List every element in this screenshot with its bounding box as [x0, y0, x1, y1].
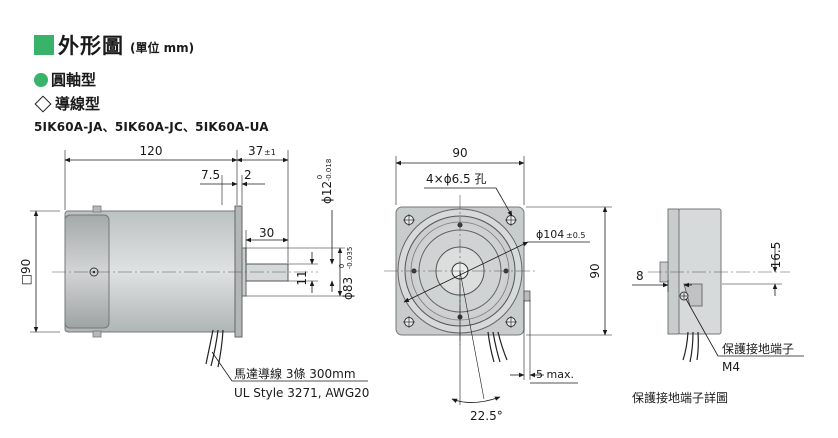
- front-view: [384, 156, 612, 405]
- dim-shaft-tol-lower: -0.018: [325, 159, 333, 182]
- shaft-type-heading: 圓軸型: [34, 69, 96, 90]
- dim-5-max: 5 max.: [536, 368, 574, 381]
- mount-holes-label: 4×ϕ6.5 孔: [426, 172, 487, 186]
- shaft-type-label: 圓軸型: [51, 71, 97, 89]
- dim-square-90: □90: [19, 259, 33, 286]
- lead-note-line1: 馬達導線 3條 300mm: [234, 366, 356, 381]
- ground-terminal-label: 保護接地端子: [722, 341, 794, 356]
- dim-shaft-tol-upper: 0: [316, 175, 324, 179]
- page-title: 外形圖: [58, 34, 124, 58]
- side-view: [30, 150, 368, 382]
- model-list: 5IK60A-JA、5IK60A-JC、5IK60A-UA: [34, 120, 269, 134]
- dim-height-90: 90: [588, 263, 602, 278]
- lead-note-line2: UL Style 3271, AWG20: [234, 386, 369, 400]
- detail-caption: 保護接地端子詳圖: [632, 390, 728, 405]
- dim-16-5: 16.5: [769, 242, 783, 269]
- dim-pilot-tol-upper: 0: [338, 264, 346, 268]
- header-square-icon: [34, 35, 54, 55]
- unit-note: (單位 mm): [130, 41, 195, 55]
- bullet-circle-icon: [34, 72, 48, 87]
- dim-pilot-dia: ϕ83: [341, 277, 355, 300]
- dim-flange-tol: ±1: [264, 148, 276, 157]
- ground-terminal-size: M4: [722, 360, 740, 374]
- page-header: 外形圖 (單位 mm): [34, 30, 194, 60]
- dim-8: 8: [636, 269, 644, 283]
- dim-2: 2: [244, 168, 252, 182]
- lead-type-heading: 導線型: [34, 93, 100, 114]
- dim-flange-37: 37: [248, 144, 263, 158]
- dim-shaft-dia: ϕ12: [320, 181, 334, 204]
- motor-shaft: [245, 263, 289, 282]
- dim-width-90: 90: [452, 146, 467, 160]
- motor-flange: [234, 205, 243, 338]
- dim-pcd-tol: ±0.5: [566, 231, 585, 240]
- detail-view: [632, 208, 804, 363]
- lead-type-label: 導線型: [55, 95, 101, 113]
- dim-pilot-tol-lower: -0.035: [346, 247, 354, 270]
- motor-rear-cap: [64, 214, 110, 329]
- detail-motor-body: [678, 208, 722, 335]
- dim-pcd: ϕ104: [536, 228, 564, 241]
- dim-angle: 22.5°: [470, 409, 503, 423]
- dim-key-11: 11: [295, 270, 309, 285]
- dim-length-120: 120: [140, 144, 163, 158]
- dim-7-5: 7.5: [201, 168, 220, 182]
- dim-shaft-30: 30: [259, 226, 274, 240]
